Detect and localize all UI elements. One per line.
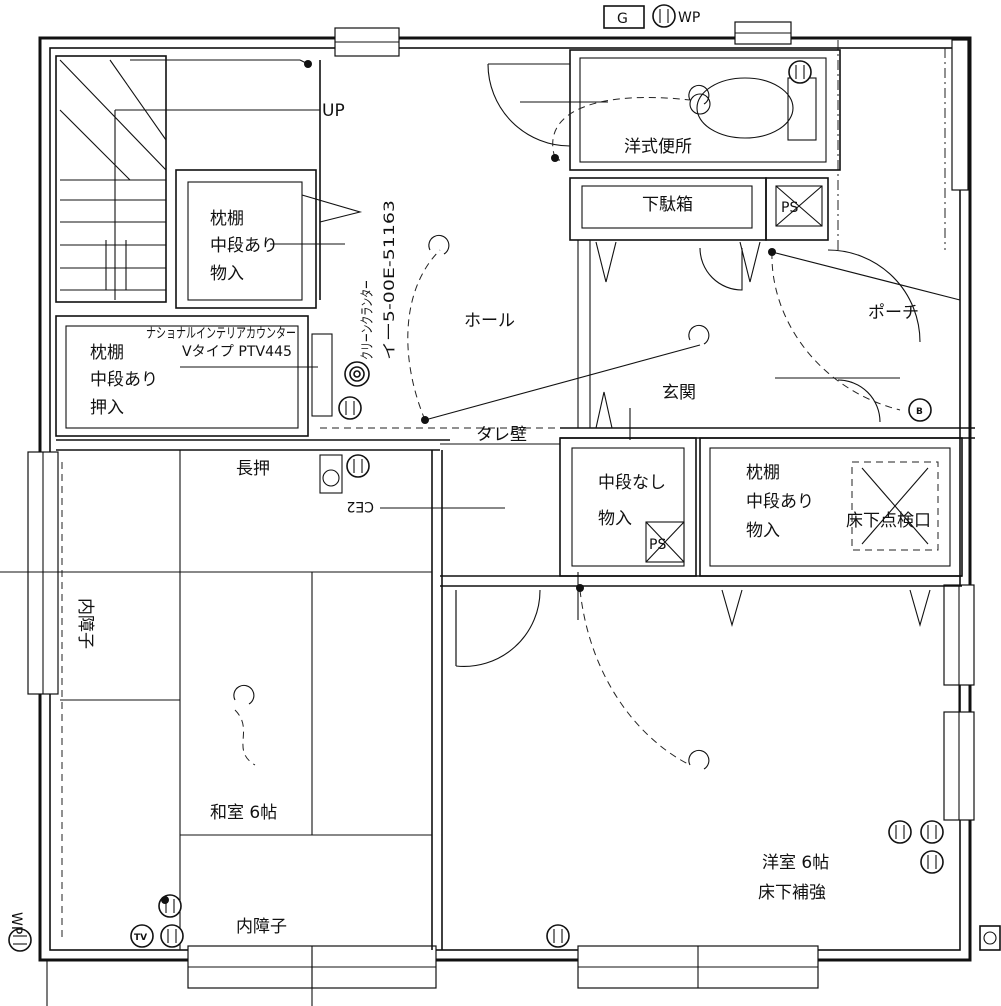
counter-model: Vタイプ PTV445 bbox=[182, 344, 292, 360]
windows bbox=[27, 21, 975, 989]
youshitsu-label: 洋室 6帖 bbox=[762, 853, 829, 873]
closet-top-walls bbox=[175, 169, 363, 309]
porch-label: ポーチ bbox=[868, 303, 919, 323]
wp-label-left: WP bbox=[8, 912, 24, 934]
cleaner-outlet-symbol bbox=[344, 361, 370, 387]
ceiling-light-symbol bbox=[233, 84, 710, 770]
hall-label: ホール bbox=[464, 311, 515, 331]
closet-left-line1: 枕棚 bbox=[90, 343, 124, 363]
outlet-symbol bbox=[319, 454, 370, 494]
tv-outlet-symbol: TV bbox=[130, 924, 154, 948]
bell-label: B bbox=[916, 407, 923, 417]
outlet-symbol bbox=[920, 820, 944, 844]
closet-left-line3: 押入 bbox=[90, 398, 124, 418]
shoji-bottom-label: 内障子 bbox=[236, 917, 287, 937]
outlet-symbol bbox=[546, 924, 570, 948]
long-closet-label: 長押 bbox=[236, 459, 270, 479]
closet-top-line1: 枕棚 bbox=[210, 209, 244, 229]
closet-right-line2: 中段あり bbox=[746, 492, 814, 512]
shoe-box-label: 下駄箱 bbox=[642, 195, 693, 215]
tatami-lines bbox=[0, 450, 432, 1006]
outlet-symbol bbox=[338, 396, 362, 420]
closet-left-walls bbox=[55, 315, 333, 437]
tare-kabe-label: タレ壁 bbox=[476, 425, 527, 445]
cleaner-label: クリーンクランター bbox=[360, 280, 376, 360]
wp-label-top: WP bbox=[678, 10, 700, 26]
ps-label-center: PS bbox=[649, 537, 666, 553]
outlet-symbol bbox=[788, 60, 812, 84]
cleaner-model: イー5-00E-51163 bbox=[382, 200, 398, 360]
ce2-label: CE2 bbox=[346, 498, 374, 514]
closet-top-line2: 中段あり bbox=[210, 236, 278, 256]
ps-box-top: PS bbox=[775, 185, 823, 227]
closet-top-line3: 物入 bbox=[210, 264, 244, 284]
outlet-edge-symbol bbox=[979, 925, 1001, 951]
up-label: UP bbox=[322, 101, 345, 121]
washitsu-label: 和室 6帖 bbox=[210, 803, 277, 823]
gas-label: G bbox=[617, 11, 628, 27]
ps-box-center: PS bbox=[645, 521, 685, 563]
tv-label: TV bbox=[134, 933, 147, 943]
interior-walls bbox=[56, 49, 975, 950]
shoji-left-label: 内障子 bbox=[75, 598, 95, 649]
toilet-fixture bbox=[689, 77, 817, 141]
counter-label: ナショナルインテリアカウンター bbox=[146, 326, 296, 342]
closet-right-line1: 枕棚 bbox=[746, 463, 780, 483]
closet-center-line1: 中段なし bbox=[598, 473, 666, 493]
inspection-hatch bbox=[851, 461, 939, 551]
wiring bbox=[234, 59, 961, 766]
entrance-label: 玄関 bbox=[662, 383, 696, 403]
inspection-label: 床下点検口 bbox=[846, 511, 931, 531]
staircase bbox=[55, 55, 320, 303]
bell-symbol: B bbox=[908, 398, 932, 422]
outlet-symbol bbox=[8, 928, 32, 952]
outlet-symbol bbox=[888, 820, 912, 844]
switch-dots bbox=[161, 60, 776, 904]
outlet-symbol bbox=[160, 924, 184, 948]
door-swings bbox=[455, 63, 931, 667]
outlet-symbol bbox=[920, 850, 944, 874]
toilet-label: 洋式便所 bbox=[624, 137, 692, 157]
youshitsu-note: 床下補強 bbox=[758, 883, 826, 903]
closet-left-line2: 中段あり bbox=[90, 370, 158, 390]
outlet-symbol bbox=[652, 4, 676, 28]
gas-meter-box: G bbox=[603, 5, 645, 29]
closet-right-line3: 物入 bbox=[746, 521, 780, 541]
closet-center-line2: 物入 bbox=[598, 509, 632, 529]
ps-label-top: PS bbox=[781, 200, 798, 216]
